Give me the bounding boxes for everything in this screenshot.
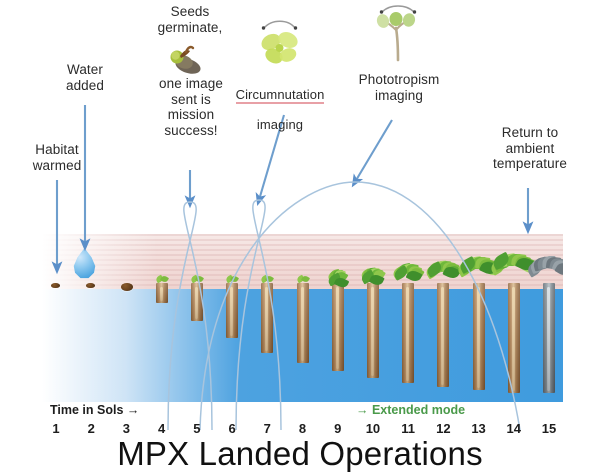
- callout-circumnutation-line1: Circumnutation: [235, 87, 325, 105]
- axis-tick-sol-6: 6: [228, 421, 236, 436]
- callout-circumnutation-line2: imaging: [256, 117, 304, 133]
- axis-tick-sol-12: 12: [436, 421, 451, 436]
- plant-root: [507, 283, 520, 393]
- arrow-phototropism: [351, 119, 393, 188]
- plant-root: [331, 283, 344, 371]
- water-droplet-icon: [73, 248, 96, 279]
- habitat-panel: [42, 234, 563, 402]
- plant-root: [437, 283, 450, 387]
- plant-shoot: [447, 234, 510, 283]
- plant-shoot: [478, 234, 551, 283]
- seed: [51, 283, 60, 288]
- axis-tick-sol-2: 2: [87, 421, 95, 436]
- axis-tick-sol-10: 10: [365, 421, 381, 436]
- callout-circumnutation: Circumnutation imaging: [226, 72, 334, 132]
- circumnutation-rosette-icon: [261, 20, 298, 64]
- axis-tick-sol-1: 1: [52, 421, 60, 436]
- phototropism-seedling-icon: [376, 5, 417, 62]
- plant-shoot: [517, 234, 563, 283]
- axis-tick-sol-5: 5: [193, 421, 201, 436]
- plant-shoot: [326, 267, 349, 290]
- axis-tick-sol-8: 8: [298, 421, 307, 436]
- plant-root: [472, 283, 485, 390]
- arc-phototropism-window: [199, 181, 521, 431]
- plant-root: [155, 283, 168, 303]
- axis-tick-sol-7: 7: [263, 421, 271, 436]
- seed: [86, 283, 96, 288]
- plant-root: [190, 283, 203, 321]
- axis-label-time-in-sols: Time in Sols →: [50, 403, 140, 417]
- callout-habitat-warmed: Habitat warmed: [32, 142, 82, 173]
- axis-tick-sol-15: 15: [541, 421, 557, 436]
- plant-root: [226, 283, 239, 338]
- axis-label-extended-mode: → Extended mode: [356, 403, 466, 417]
- germinating-seed-icon: [170, 45, 201, 74]
- plant-root: [402, 283, 415, 383]
- callout-return-ambient: Return to ambient temperature: [493, 125, 567, 172]
- axis-tick-sol-4: 4: [158, 421, 166, 436]
- callout-mission-success: one image sent is mission success!: [159, 76, 223, 138]
- page-title: MPX Landed Operations: [117, 435, 483, 472]
- arrow-circumnutation: [255, 114, 286, 207]
- callout-seeds-germinate: Seeds germinate,: [157, 4, 223, 35]
- axis-tick-sol-9: 9: [334, 421, 342, 436]
- plant-root: [296, 283, 309, 363]
- plant-root: [261, 283, 274, 353]
- plant-root: [366, 283, 379, 378]
- axis-tick-sol-13: 13: [471, 421, 486, 436]
- arc-germination-window: [167, 201, 213, 431]
- seed: [121, 283, 134, 291]
- arc-circumnutation-window: [235, 199, 282, 431]
- callout-phototropism: Phototropism imaging: [358, 72, 440, 103]
- plant-root: [543, 283, 555, 393]
- axis-tick-sol-11: 11: [401, 421, 416, 436]
- axis-tick-sol-14: 14: [506, 421, 522, 436]
- axis-tick-sol-3: 3: [122, 421, 131, 436]
- callout-water-added: Water added: [65, 62, 105, 93]
- plant-shoot: [388, 251, 428, 284]
